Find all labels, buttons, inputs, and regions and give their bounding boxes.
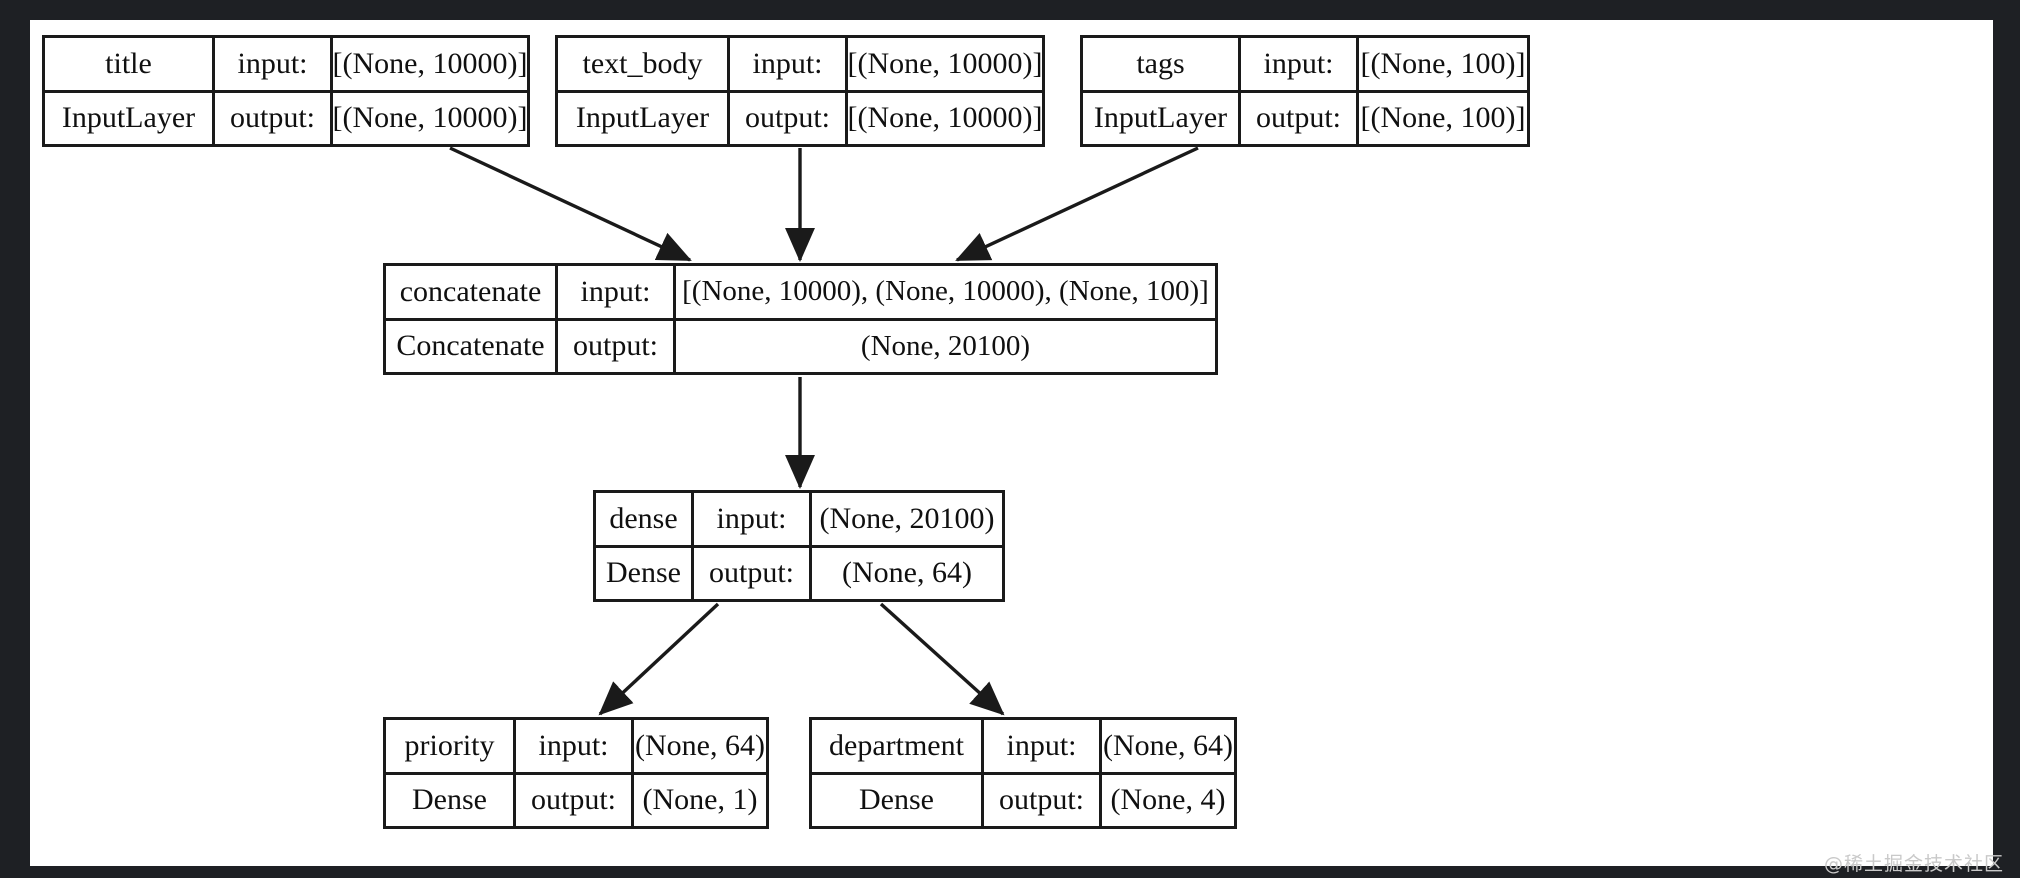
node-title-output-shape: [(None, 10000)] [333,101,527,135]
node-priority-output-label: output: [516,774,634,826]
node-title-class: InputLayer [45,92,215,144]
node-tags-name: tags [1083,38,1241,90]
node-department-input-row: department input: (None, 64) [812,720,1234,775]
node-tags-input-label: input: [1241,38,1359,90]
edge-dense-to-department [879,602,1005,716]
node-priority-input-row: priority input: (None, 64) [386,720,766,775]
node-tags-output-label: output: [1241,92,1359,144]
node-title-name: title [45,38,215,90]
node-dense-output-row: Dense output: (None, 64) [596,547,1002,599]
node-concatenate-name: concatenate [386,266,558,318]
node-concatenate-input-shape: [(None, 10000), (None, 10000), (None, 10… [682,275,1209,308]
node-concatenate-class: Concatenate [386,320,558,372]
node-dense-name: dense [596,493,694,545]
node-text-body-class: InputLayer [558,92,730,144]
node-dense-output-shape: (None, 64) [842,556,972,590]
node-text-body-output-shape: [(None, 10000)] [848,101,1042,135]
edge-tags-to-concatenate [955,146,1199,262]
diagram-page: title input: [(None, 10000)] InputLayer … [30,20,1993,866]
node-department-input-label: input: [984,720,1102,772]
watermark: @稀土掘金技术社区 [1823,853,2004,875]
node-text-body-name: text_body [558,38,730,90]
node-tags-input-shape: [(None, 100)] [1360,46,1526,80]
node-concatenate-output-shape: (None, 20100) [860,329,1031,362]
node-tags-input-row: tags input: [(None, 100)] [1083,38,1527,93]
node-priority-input-shape: (None, 64) [635,728,765,762]
node-concatenate[interactable]: concatenate input: [(None, 10000), (None… [383,263,1218,375]
node-dense-input-label: input: [694,493,812,545]
node-text-body-input-row: text_body input: [(None, 10000)] [558,38,1042,93]
node-concatenate-input-row: concatenate input: [(None, 10000), (None… [386,266,1215,321]
node-dense-input-row: dense input: (None, 20100) [596,493,1002,548]
node-priority-output-shape: (None, 1) [642,783,758,817]
node-title-output-label: output: [215,92,333,144]
node-text-body-input-label: input: [730,38,848,90]
node-concatenate-output-row: Concatenate output: (None, 20100) [386,320,1215,372]
node-department-input-shape: (None, 64) [1103,728,1233,762]
node-title[interactable]: title input: [(None, 10000)] InputLayer … [42,35,530,147]
node-title-input-row: title input: [(None, 10000)] [45,38,527,93]
node-department-output-shape: (None, 4) [1110,783,1226,817]
node-dense-input-shape: (None, 20100) [819,501,995,535]
node-priority-class: Dense [386,774,516,826]
node-text-body-output-label: output: [730,92,848,144]
node-priority[interactable]: priority input: (None, 64) Dense output:… [383,717,769,829]
node-department[interactable]: department input: (None, 64) Dense outpu… [809,717,1237,829]
node-priority-input-label: input: [516,720,634,772]
node-text-body[interactable]: text_body input: [(None, 10000)] InputLa… [555,35,1045,147]
node-title-input-label: input: [215,38,333,90]
node-title-output-row: InputLayer output: [(None, 10000)] [45,92,527,144]
node-concatenate-input-label: input: [558,266,676,318]
node-tags-output-row: InputLayer output: [(None, 100)] [1083,92,1527,144]
node-text-body-output-row: InputLayer output: [(None, 10000)] [558,92,1042,144]
edge-title-to-concatenate [449,146,692,262]
node-department-output-label: output: [984,774,1102,826]
node-tags[interactable]: tags input: [(None, 100)] InputLayer out… [1080,35,1530,147]
node-department-name: department [812,720,984,772]
node-priority-output-row: Dense output: (None, 1) [386,774,766,826]
node-concatenate-output-label: output: [558,320,676,372]
node-tags-output-shape: [(None, 100)] [1360,101,1526,135]
node-department-class: Dense [812,774,984,826]
node-dense-output-label: output: [694,547,812,599]
node-title-input-shape: [(None, 10000)] [333,46,527,80]
edge-dense-to-priority [598,602,720,716]
node-dense[interactable]: dense input: (None, 20100) Dense output:… [593,490,1005,602]
node-department-output-row: Dense output: (None, 4) [812,774,1234,826]
node-tags-class: InputLayer [1083,92,1241,144]
node-text-body-input-shape: [(None, 10000)] [848,46,1042,80]
node-priority-name: priority [386,720,516,772]
node-dense-class: Dense [596,547,694,599]
